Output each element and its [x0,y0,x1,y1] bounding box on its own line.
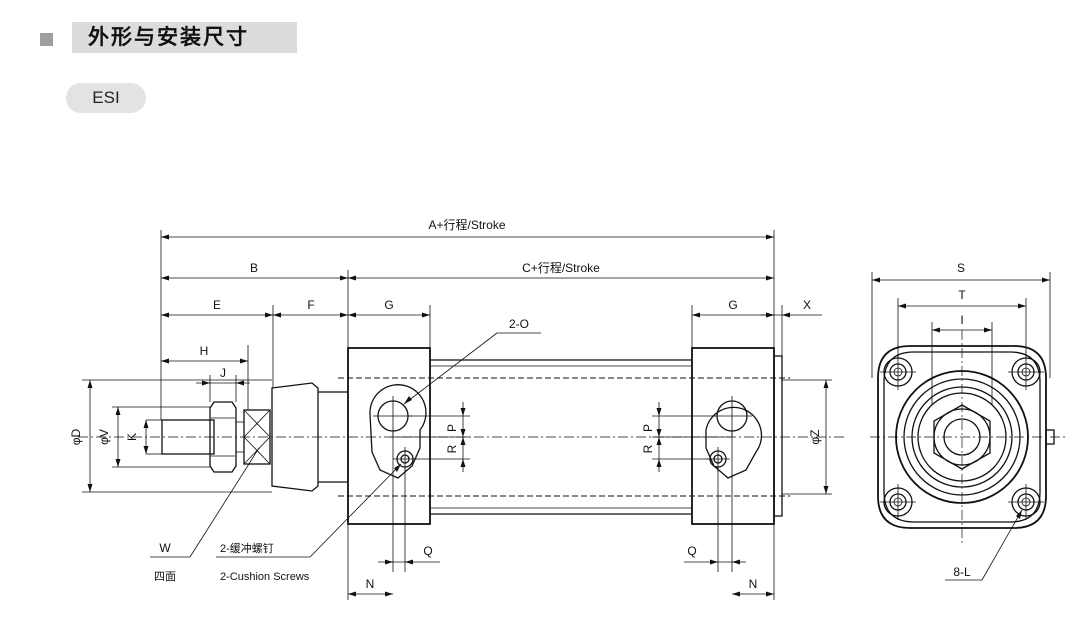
dim-label-a: A+行程/Stroke [428,217,505,232]
rod-nut [209,401,237,473]
dim-label-o: 2-O [509,317,529,331]
dim-label-q-rear: Q [687,544,696,558]
callout-notes: W 四面 2-缓冲螺钉 2-Cushion Screws [154,541,310,583]
dim-label-x: X [803,298,811,312]
dimension-lines [82,230,1051,600]
callout-w-note: 四面 [154,571,176,583]
dim-label-q-front: Q [423,544,432,558]
dim-label-r-rear: R [641,444,655,453]
section-marker [40,33,53,46]
dim-label-e: E [213,298,221,312]
callout-cushion-cn: 2-缓冲螺钉 [220,541,274,555]
dim-label-c: C+行程/Stroke [522,260,600,275]
section-title: 外形与安装尺寸 [88,25,249,49]
rod-thread [161,419,215,455]
callout-cushion-en: 2-Cushion Screws [220,571,310,583]
front-cover [347,347,431,525]
dim-label-i: I [960,313,963,327]
dim-label-v: φV [97,429,111,445]
dim-label-d: φD [69,428,83,445]
dim-label-k: K [125,433,139,441]
dim-label-j: J [220,366,226,380]
dim-label-z: φZ [808,429,822,444]
section-title-bar [72,22,297,53]
dim-label-f: F [307,298,314,312]
dim-label-p-front: P [445,424,459,432]
cylinder-end-view [877,345,1055,529]
cylinder-side-view [146,347,790,525]
dim-label-h: H [200,344,209,358]
dim-label-p-rear: P [641,424,655,432]
dim-label-n-rear: N [749,577,758,591]
dim-label-n-front: N [366,577,375,591]
dim-label-r-front: R [445,444,459,453]
dim-label-g-front: G [384,298,393,312]
dim-label-s: S [957,261,965,275]
callout-w: W [159,541,171,555]
rod-bushing [271,382,319,492]
tie-rod-holes [880,354,1044,520]
dim-label-l: 8-L [953,565,971,579]
rod-hex [933,404,991,470]
dim-label-g-rear: G [728,298,737,312]
front-port-boss [369,384,427,479]
dim-label-b: B [250,261,258,275]
model-badge: ESI [66,83,146,113]
dimension-labels: A+行程/Stroke B C+行程/Stroke E F G G X H J … [69,217,971,591]
rear-port-boss [705,406,763,479]
end-view-outline [877,345,1047,529]
dim-label-t: T [958,288,966,302]
